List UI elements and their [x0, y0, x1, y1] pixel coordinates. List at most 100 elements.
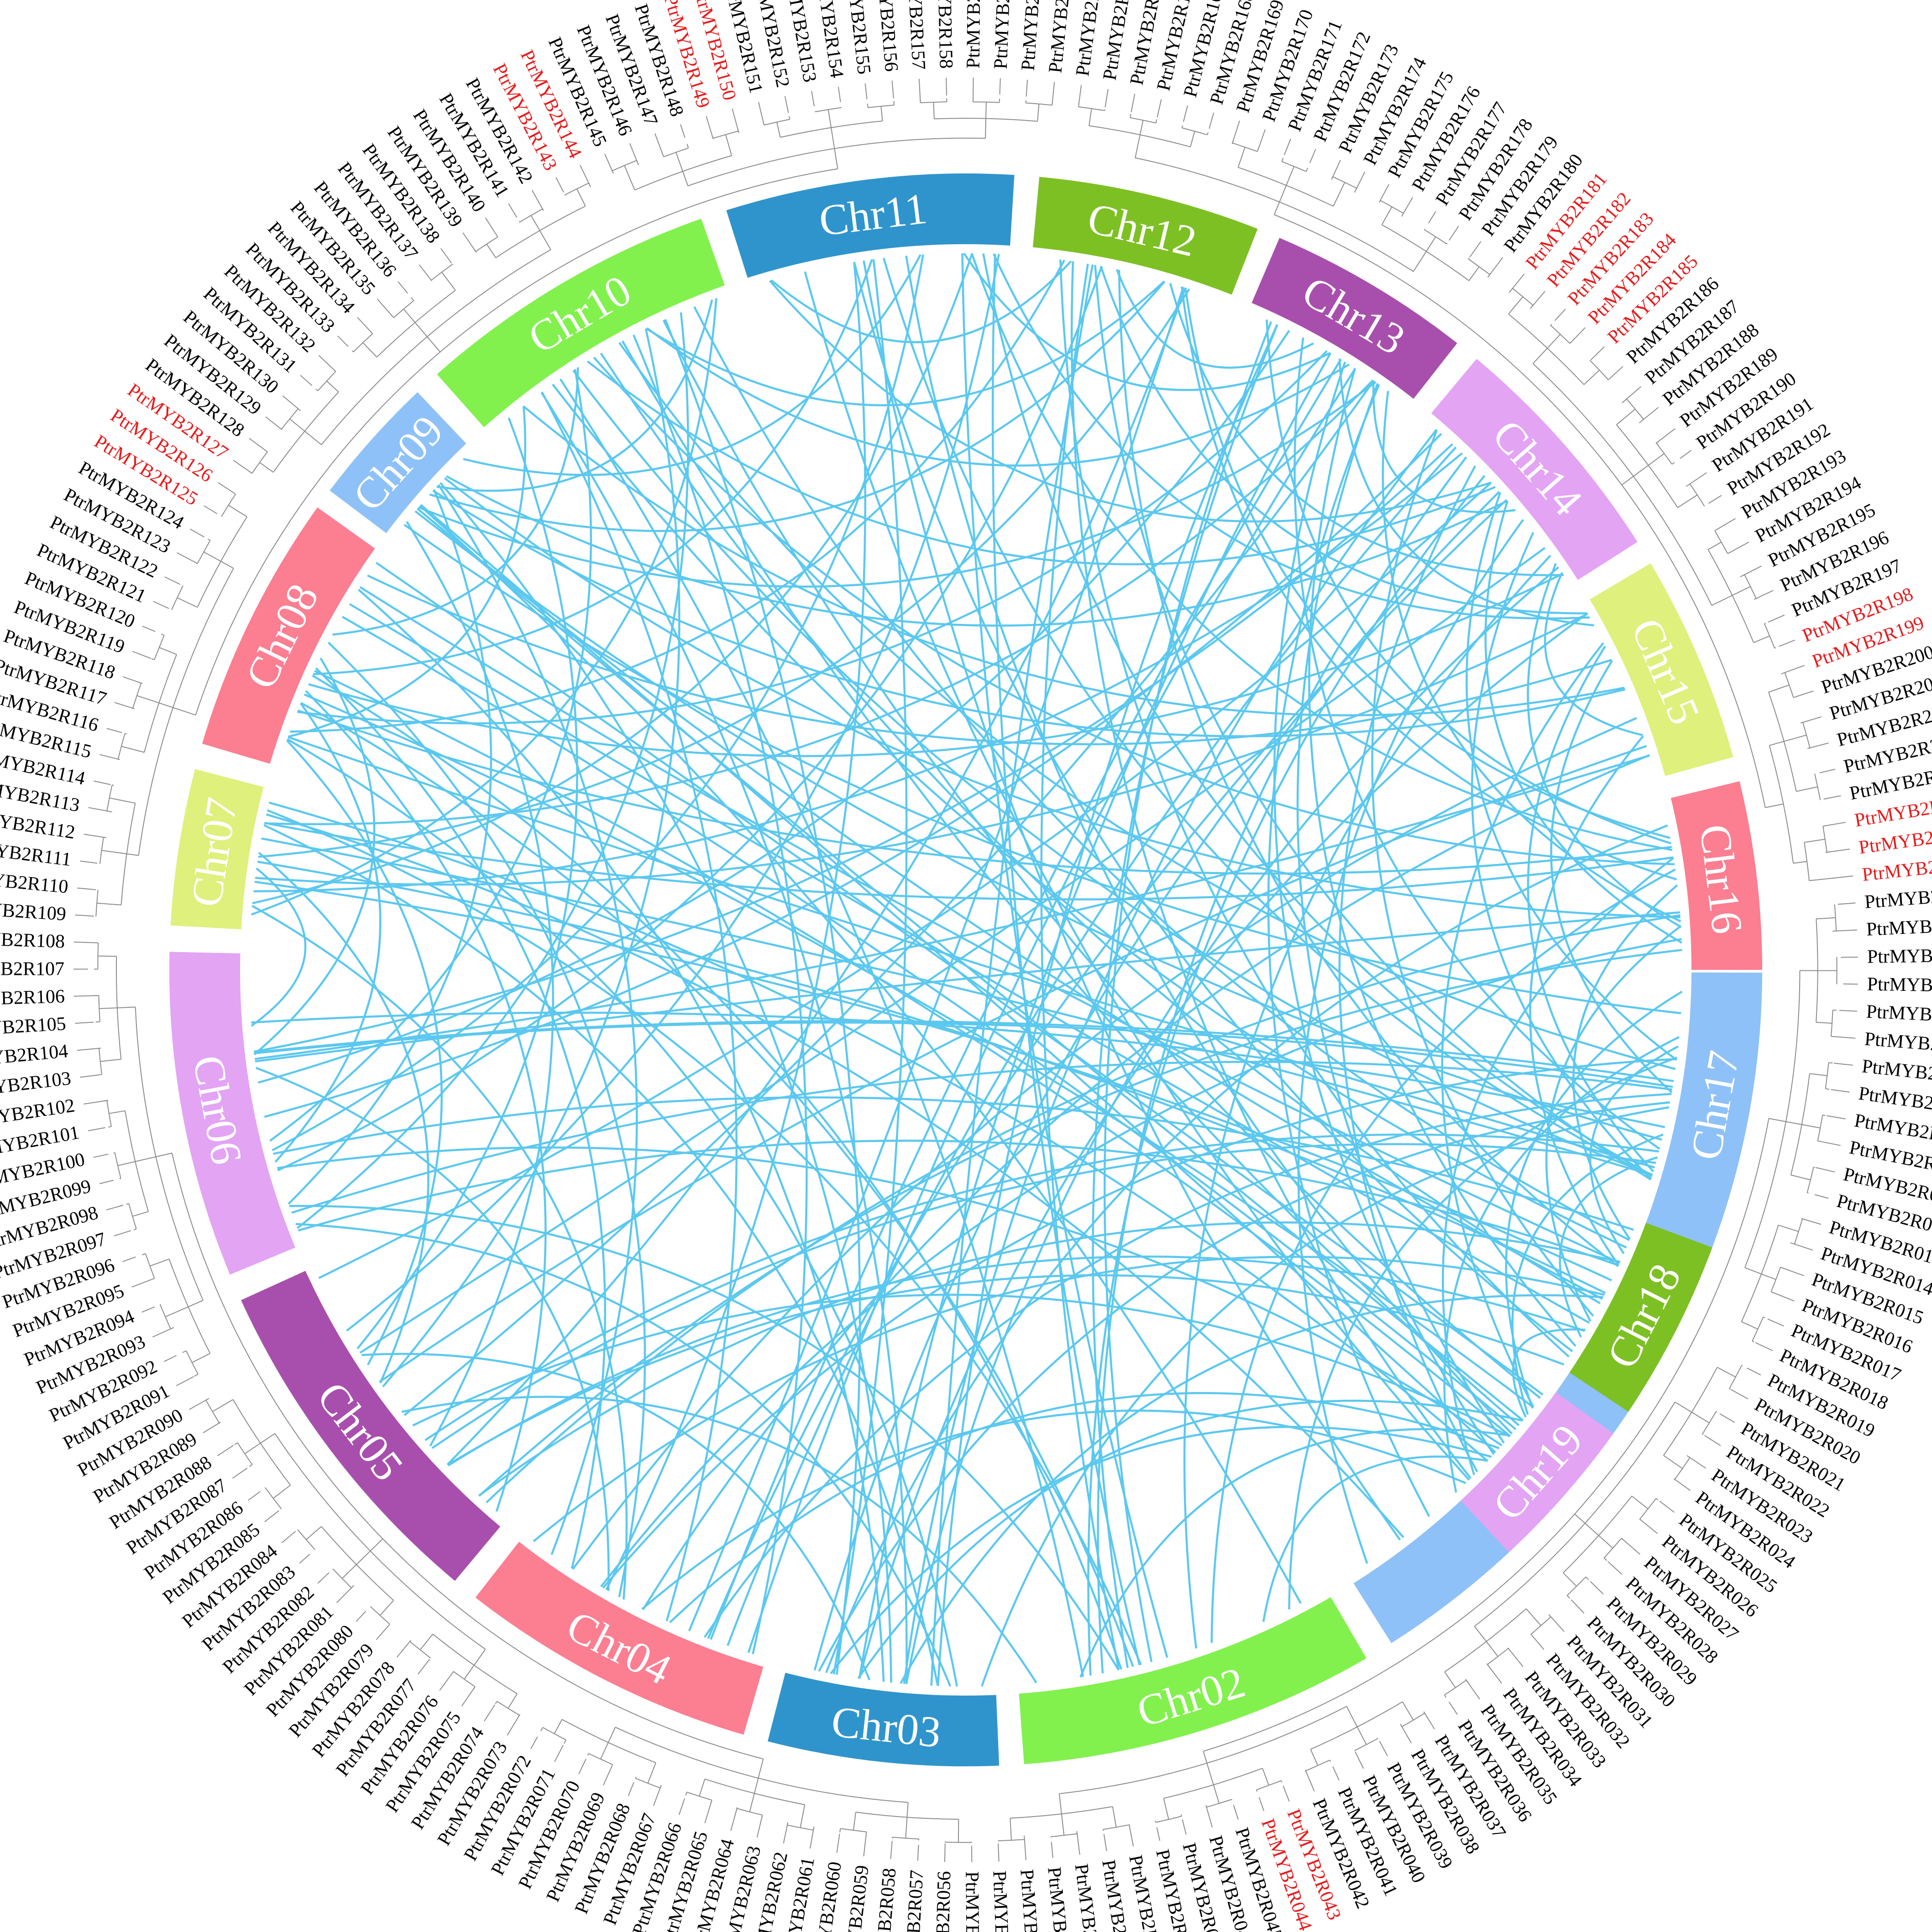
tree-branch [1233, 1805, 1239, 1820]
tree-branch [1801, 1124, 1821, 1129]
tree-branch [1508, 296, 1524, 314]
tree-branch [260, 1433, 275, 1444]
tree-branch [704, 1801, 712, 1823]
tree-clade [588, 1753, 613, 1765]
tree-branch [440, 248, 452, 264]
tree-branch [1753, 635, 1770, 643]
tree-branch [1686, 472, 1707, 487]
synteny-link [961, 253, 1168, 1658]
tree-branch [680, 124, 686, 138]
tree-branch [173, 707, 196, 716]
synteny-link [703, 1093, 1672, 1638]
tree-branch [1424, 228, 1425, 230]
tree-branch [576, 188, 586, 207]
tree-branch [863, 1834, 867, 1857]
tree-branch [473, 1649, 486, 1666]
synteny-link [991, 254, 1141, 1665]
tree-branch [1402, 1702, 1414, 1721]
tree-branch [1765, 803, 1784, 808]
synteny-link [277, 1146, 1503, 1446]
tree-branch [946, 78, 947, 96]
tree-branch [675, 152, 683, 172]
synteny-link [486, 914, 1681, 1503]
chromosome-chr08: Chr08 [202, 507, 375, 764]
tree-branch [326, 381, 339, 393]
tree-branch [1598, 1535, 1613, 1549]
tree-branch [1801, 1218, 1822, 1225]
tree-branch [122, 1257, 136, 1262]
gene-label: PtrMYB2R161 [1017, 0, 1047, 71]
tree-branch [114, 1230, 131, 1236]
chromosome-segment [437, 219, 725, 427]
tree-branch [1820, 1141, 1841, 1146]
tree-branch [141, 682, 143, 684]
tree-branch [75, 1021, 94, 1024]
tree-branch [131, 1279, 152, 1288]
gene-label: PtrMYB2R006 [1864, 1028, 1932, 1058]
chromosome-chr14: Chr14 [1431, 359, 1638, 580]
tree-branch [117, 1006, 136, 1009]
tree-clade [106, 1100, 112, 1127]
tree-branch [1747, 1367, 1761, 1376]
synteny-link [747, 367, 1356, 1653]
synteny-link [1471, 532, 1652, 1180]
synteny-link [305, 690, 547, 1512]
tree-branch [1486, 1641, 1498, 1657]
tree-branch [282, 395, 301, 411]
tree-branch [1332, 1766, 1340, 1781]
gene-label: PtrMYB2R207 [1861, 852, 1932, 885]
tree-branch [1825, 848, 1850, 853]
tree-branch [1717, 518, 1736, 530]
tree-branch [1761, 1273, 1776, 1280]
tree-clade [171, 1153, 764, 1759]
chromosome-chr03: Chr03 [768, 1673, 1000, 1767]
tree-branch [1813, 1167, 1815, 1168]
tree-branch [1469, 241, 1482, 257]
tree-branch [133, 1228, 137, 1230]
tree-branch [1051, 1842, 1053, 1858]
tree-branch [891, 80, 894, 99]
tree-branch [1131, 94, 1136, 112]
synteny-link [1441, 642, 1604, 1408]
chromosome-segment [1251, 238, 1457, 399]
gene-label: PtrMYB2R055 [961, 1871, 983, 1932]
tree-branch [628, 1782, 634, 1796]
tree-branch [151, 1278, 155, 1280]
tree-branch [985, 118, 986, 139]
tree-branch [1768, 684, 1790, 693]
synteny-link [432, 490, 1626, 738]
synteny-link [424, 1133, 1659, 1441]
tree-branch [1603, 1557, 1607, 1561]
tree-branch [1526, 1608, 1542, 1626]
tree-branch [813, 1828, 814, 1830]
synteny-link [274, 702, 382, 1163]
tree-branch [1130, 114, 1131, 118]
tree-branch [1622, 386, 1642, 403]
synteny-link [463, 254, 921, 476]
tree-clade [431, 264, 453, 281]
synteny-link [361, 1353, 871, 1681]
tree-branch [99, 1007, 117, 1009]
tree-clade [1182, 127, 1208, 136]
tree-branch [188, 1300, 204, 1308]
synteny-link [1589, 1045, 1679, 1254]
synteny-link [258, 852, 429, 1384]
tree-branch [336, 1585, 355, 1603]
synteny-link [332, 367, 579, 636]
synteny-link [444, 477, 1681, 918]
tree-clade [1702, 1411, 1717, 1435]
tree-branch [1671, 462, 1675, 465]
tree-branch [265, 416, 283, 430]
tree-branch [97, 902, 121, 906]
tree-branch [370, 1538, 383, 1551]
tree-branch [189, 529, 204, 538]
tree-branch [682, 171, 689, 186]
tree-branch [1743, 574, 1745, 576]
tree-branch [218, 482, 236, 494]
tree-branch [1607, 1561, 1623, 1575]
tree-branch [654, 133, 663, 155]
synteny-link [1087, 475, 1486, 1676]
tree-branch [341, 1564, 357, 1579]
tree-branch [1190, 131, 1195, 147]
tree-branch [776, 122, 781, 138]
